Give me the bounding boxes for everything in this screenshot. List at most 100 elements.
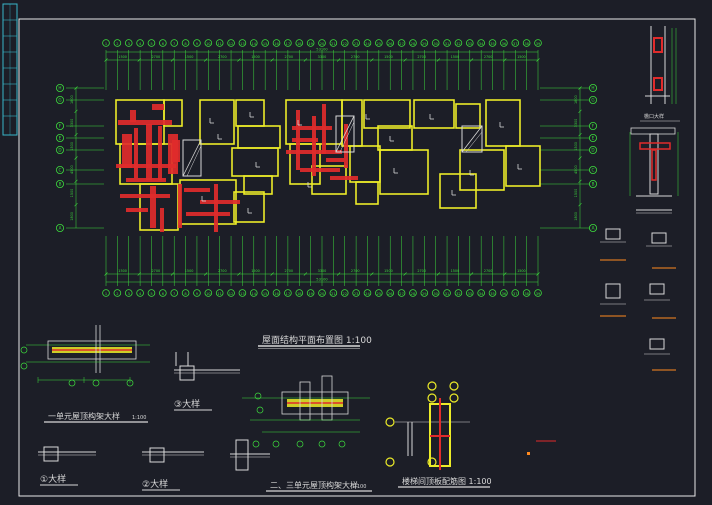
axis-bubble-bottom — [420, 289, 429, 297]
dim-text: 2700 — [218, 55, 227, 59]
detail-axis-bubble — [20, 362, 28, 370]
axis-bubble-bottom-label: 31 — [445, 292, 450, 296]
unit23-detail-scale: 1:100 — [352, 484, 366, 490]
axis-bubble-right-label: F — [592, 124, 595, 129]
axis-bubble-left — [56, 133, 65, 142]
dim-tick-v — [578, 109, 582, 114]
axis-bubble-top-label: 3 — [128, 42, 130, 46]
axis-bubble-top-label: 29 — [422, 42, 427, 46]
axis-bubble-bottom-label: 33 — [468, 292, 473, 296]
dim-text-v: 1500 — [574, 189, 578, 198]
dim-tick — [270, 272, 274, 276]
dim-tick — [403, 272, 407, 276]
red-beam — [286, 150, 342, 154]
detail-axis-bubble — [296, 440, 304, 448]
dim-text: 1500 — [384, 269, 393, 273]
axis-bubble-bottom — [431, 289, 440, 297]
dim-tick-v — [74, 202, 78, 207]
wall-outline — [289, 143, 321, 185]
orange-mark — [527, 452, 530, 455]
axis-bubble-bottom-label: 32 — [456, 292, 461, 296]
axis-bubble-top-label: 33 — [468, 42, 473, 46]
dim-tick — [436, 272, 441, 276]
dim-tick-v — [74, 179, 78, 184]
dim-text: 1500 — [118, 55, 127, 59]
axis-bubble-bottom — [352, 289, 360, 297]
red-beam — [160, 208, 164, 232]
dim-text-v: 1800 — [574, 95, 578, 104]
axis-bubble-bottom — [534, 289, 542, 297]
axis-bubble-left-label: C — [59, 168, 62, 173]
red-beam — [330, 176, 358, 180]
axis-bubble-top — [181, 39, 190, 47]
column-detail-bubble — [449, 381, 459, 391]
axis-bubble-top — [454, 39, 463, 47]
axis-bubble-top-label: 12 — [229, 42, 234, 46]
dim-tick-v — [578, 86, 582, 90]
dim-text: 1500 — [118, 269, 127, 273]
axis-bubbles: 1122334455667788991010111112121313141415… — [20, 39, 598, 467]
red-beam — [184, 188, 210, 192]
axis-bubble-top — [386, 39, 395, 47]
axis-bubble-bottom-label: 37 — [513, 292, 518, 296]
stair-diagonal — [339, 121, 355, 153]
dim-tick — [503, 272, 507, 276]
axis-bubble-top-label: 13 — [240, 42, 245, 46]
dim-text: 2700 — [484, 55, 493, 59]
axis-bubble-top-label: 15 — [263, 42, 268, 46]
detail-2-label: ②大样 — [142, 478, 168, 490]
wall-outline — [455, 103, 481, 129]
axis-bubble-top — [397, 39, 406, 47]
dim-tick — [203, 58, 208, 62]
axis-bubble-bottom-label: 13 — [240, 292, 245, 296]
axis-bubble-top-label: 11 — [217, 42, 222, 46]
wall-outline — [459, 149, 505, 191]
axis-bubble-top — [431, 39, 440, 47]
stair-diagonal — [186, 145, 202, 177]
axis-bubble-bottom — [204, 289, 213, 297]
axis-bubble-bottom-label: 8 — [184, 292, 187, 296]
dim-text: 2700 — [417, 55, 426, 59]
axis-bubble-right-label: E — [592, 136, 595, 141]
axis-bubble-left — [56, 96, 65, 105]
wall-outline — [363, 99, 411, 129]
axis-bubble-right-label: B — [592, 182, 595, 187]
axis-bubble-bottom — [340, 289, 349, 297]
dim-text-v: 4500 — [70, 165, 74, 174]
dim-tick — [237, 58, 241, 62]
axis-bubble-top-label: 20 — [320, 42, 325, 46]
axis-bubble-bottom — [215, 289, 224, 297]
dim-text: 1500 — [517, 269, 526, 273]
dim-tick-v — [74, 109, 78, 114]
red-beam — [344, 124, 348, 168]
unit23-detail-title: 二、三单元屋顶构架大样 — [270, 480, 358, 490]
axis-bubble-bottom — [443, 289, 451, 297]
axis-bubble-right-label: H — [591, 86, 594, 91]
axis-bubble-bottom — [454, 289, 463, 297]
dim-overall-text: 53100 — [316, 278, 328, 282]
dim-tick — [469, 58, 474, 62]
axis-bubble-top — [443, 39, 451, 47]
axis-bubble-top-label: 37 — [513, 42, 518, 46]
red-beam — [126, 208, 148, 212]
dim-tick — [303, 272, 308, 276]
axis-bubble-bottom-label: 20 — [320, 292, 325, 296]
axis-bubble-bottom — [227, 289, 235, 297]
axis-bubble-top — [102, 39, 110, 47]
red-beam — [118, 120, 172, 125]
dim-text: 1500 — [251, 55, 260, 59]
axis-bubble-right-label: C — [592, 168, 595, 173]
stair-diagonal — [335, 115, 355, 153]
axis-bubble-top-label: 30 — [433, 42, 438, 46]
wall-outline — [505, 145, 541, 187]
dim-text: 2700 — [351, 55, 360, 59]
detail-axis-bubble — [272, 440, 280, 448]
red-beam — [130, 110, 136, 122]
axis-bubble-left — [56, 122, 65, 131]
dim-tick-v — [74, 86, 78, 90]
axis-bubble-left — [56, 179, 65, 188]
axis-bubble-bottom — [147, 289, 156, 297]
dim-tick — [336, 272, 341, 276]
axis-bubble-top — [113, 39, 122, 47]
